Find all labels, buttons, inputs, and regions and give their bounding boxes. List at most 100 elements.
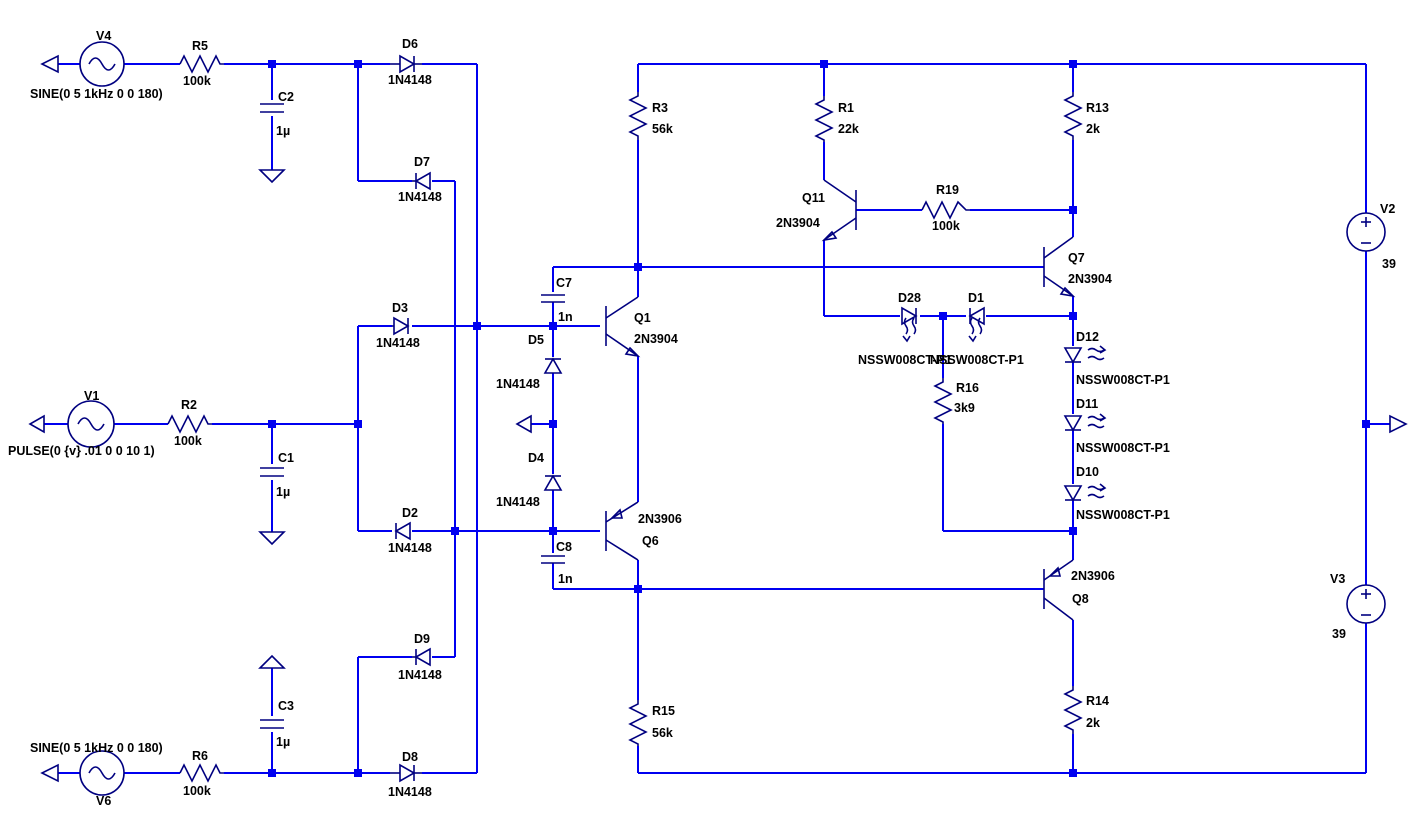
capacitor-c1[interactable] <box>260 467 284 477</box>
led-d12[interactable] <box>1063 347 1083 364</box>
q6-value: 2N3906 <box>638 512 682 526</box>
ground-icon <box>258 169 286 184</box>
junction-dot <box>1069 60 1077 68</box>
led-emission-icons <box>902 317 1107 499</box>
resistor-r2[interactable] <box>167 414 212 434</box>
d5-value: 1N4148 <box>496 377 540 391</box>
d6-value: 1N4148 <box>388 73 432 87</box>
led-d11[interactable] <box>1063 415 1083 432</box>
junction-dot <box>268 769 276 777</box>
resistor-r19[interactable] <box>921 200 970 220</box>
capacitors <box>260 103 565 729</box>
d8-value: 1N4148 <box>388 785 432 799</box>
resistor-r3[interactable] <box>628 92 648 140</box>
transistor-q8[interactable] <box>1043 559 1074 621</box>
d12-label: D12 <box>1076 330 1099 344</box>
capacitor-c7[interactable] <box>541 294 565 303</box>
q11-label: Q11 <box>802 191 825 205</box>
q1-label: Q1 <box>634 311 651 325</box>
junction-dot <box>354 420 362 428</box>
c3-value: 1µ <box>276 735 290 749</box>
diode-d2[interactable] <box>394 521 411 541</box>
d11-value: NSSW008CT-P1 <box>1076 441 1170 455</box>
diode-d7[interactable] <box>412 171 431 191</box>
v2-label: V2 <box>1380 202 1395 216</box>
v3-value: 39 <box>1332 627 1346 641</box>
capacitor-c3[interactable] <box>260 719 284 729</box>
r6-value: 100k <box>183 784 211 798</box>
wires <box>44 63 1390 774</box>
diode-d8[interactable] <box>390 763 422 783</box>
junction-dot <box>268 420 276 428</box>
resistor-r13[interactable] <box>1063 92 1083 140</box>
resistor-r16[interactable] <box>933 378 953 424</box>
led-d1[interactable] <box>968 306 985 326</box>
light-emission-icon <box>902 317 917 343</box>
r6-label: R6 <box>192 749 208 763</box>
d9-label: D9 <box>414 632 430 646</box>
resistor-r6[interactable] <box>179 763 224 783</box>
d3-label: D3 <box>392 301 408 315</box>
transistor-q7[interactable] <box>1043 236 1076 298</box>
q7-label: Q7 <box>1068 251 1085 265</box>
transistor-q6[interactable] <box>605 501 639 561</box>
v1-value: PULSE(0 {v} .01 0 0 10 1) <box>8 444 155 458</box>
diode-d5[interactable] <box>543 357 563 374</box>
r15-value: 56k <box>652 726 673 740</box>
r5-value: 100k <box>183 74 211 88</box>
resistor-r15[interactable] <box>628 700 648 746</box>
capacitor-c8[interactable] <box>541 555 565 564</box>
diode-d6[interactable] <box>390 54 422 74</box>
source-v1[interactable] <box>67 400 115 448</box>
ground-icon <box>258 654 286 669</box>
v4-value: SINE(0 5 1kHz 0 0 180) <box>30 87 163 101</box>
source-v6[interactable] <box>79 750 125 796</box>
junctions <box>268 60 1370 777</box>
diode-d4[interactable] <box>543 474 563 491</box>
ground-symbols <box>28 54 1408 783</box>
junction-dot <box>820 60 828 68</box>
ground-icon <box>515 414 532 434</box>
resistor-r1[interactable] <box>814 96 834 142</box>
r1-label: R1 <box>838 101 854 115</box>
d6-label: D6 <box>402 37 418 51</box>
r19-value: 100k <box>932 219 960 233</box>
resistor-r5[interactable] <box>179 54 224 74</box>
r5-label: R5 <box>192 39 208 53</box>
q7-value: 2N3904 <box>1068 272 1112 286</box>
junction-dot <box>354 769 362 777</box>
junction-dot <box>1069 312 1077 320</box>
d3-value: 1N4148 <box>376 336 420 350</box>
source-v2[interactable] <box>1346 212 1386 252</box>
v3-label: V3 <box>1330 572 1345 586</box>
r13-label: R13 <box>1086 101 1109 115</box>
transistor-q1[interactable] <box>605 296 641 358</box>
diode-d9[interactable] <box>412 647 431 667</box>
q8-value: 2N3906 <box>1071 569 1115 583</box>
led-d10[interactable] <box>1063 485 1083 502</box>
c3-label: C3 <box>278 699 294 713</box>
d10-value: NSSW008CT-P1 <box>1076 508 1170 522</box>
c2-value: 1µ <box>276 124 290 138</box>
led-d28[interactable] <box>901 306 918 326</box>
d5-label: D5 <box>528 333 544 347</box>
resistor-r14[interactable] <box>1063 686 1083 734</box>
transistor-q11[interactable] <box>821 179 857 242</box>
source-v3[interactable] <box>1346 584 1386 624</box>
d4-value: 1N4148 <box>496 495 540 509</box>
c2-label: C2 <box>278 90 294 104</box>
v4-label: V4 <box>96 29 111 43</box>
light-emission-icon <box>1087 345 1107 361</box>
light-emission-icon <box>1087 483 1107 499</box>
d1-label: D1 <box>968 291 984 305</box>
source-v4[interactable] <box>79 41 125 87</box>
d7-label: D7 <box>414 155 430 169</box>
d8-label: D8 <box>402 750 418 764</box>
q6-label: Q6 <box>642 534 659 548</box>
diode-d3[interactable] <box>392 316 410 336</box>
junction-dot <box>451 527 459 535</box>
capacitor-c2[interactable] <box>260 103 284 113</box>
v1-label: V1 <box>84 389 99 403</box>
d28-value: NSSW008CT-P1 <box>858 353 952 367</box>
junction-dot <box>268 60 276 68</box>
